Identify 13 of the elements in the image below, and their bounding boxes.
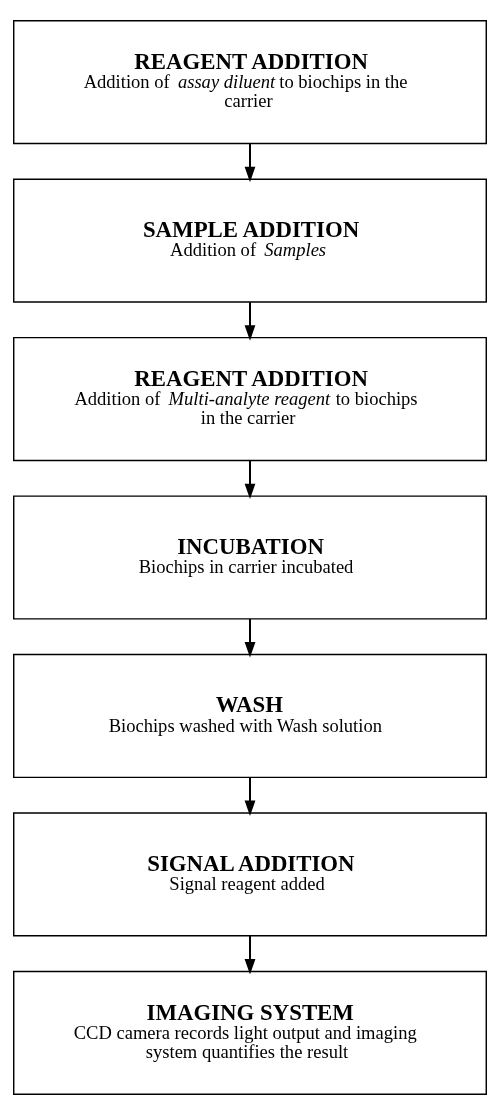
node-box: REAGENT ADDITION Addition of Multi-analyte reagent to biochips in the carrier	[13, 336, 487, 462]
arrow	[244, 459, 256, 500]
arrow	[244, 935, 256, 975]
arrow	[244, 776, 256, 817]
node-box: IMAGING SYSTEM CCD camera records light output and imaging system quantifies the result	[13, 970, 487, 1095]
node-box: SIGNAL ADDITION Signal reagent added	[13, 812, 487, 937]
node-box: REAGENT ADDITION Addition of assay diluent to biochips in the carrier	[13, 20, 487, 145]
node-box: WASH Biochips washed with Wash solution	[13, 653, 487, 779]
arrow	[244, 142, 256, 183]
arrow	[244, 301, 256, 341]
node-box: SAMPLE ADDITION Addition of Samples	[13, 178, 487, 303]
arrow	[244, 618, 256, 658]
node-box: INCUBATION Biochips in carrier incubated	[13, 495, 487, 620]
